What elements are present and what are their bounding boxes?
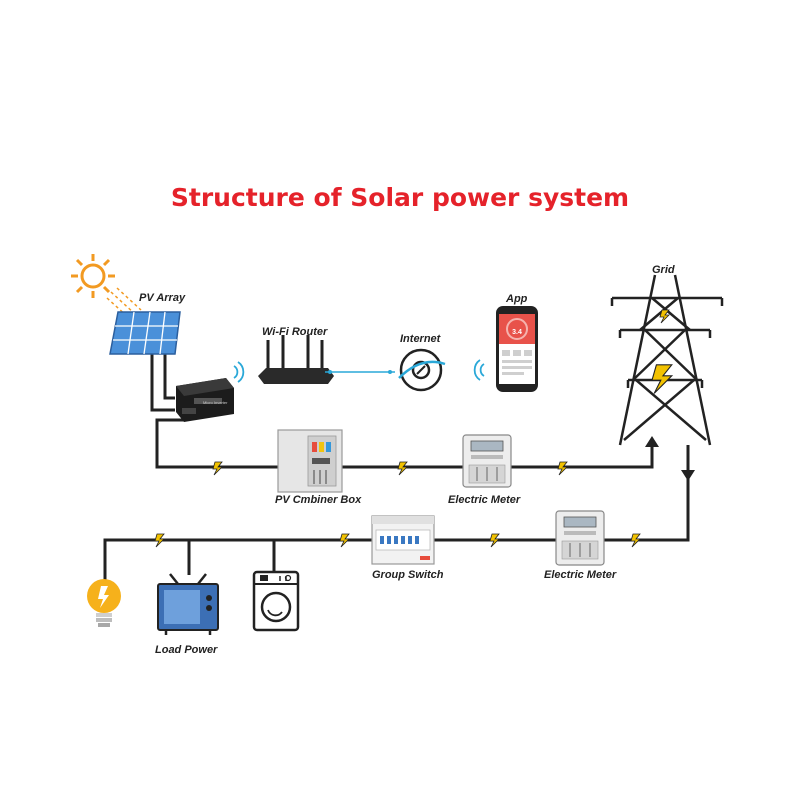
lightning-bolt-icon <box>339 533 350 548</box>
internet-label: Internet <box>400 333 441 345</box>
sun-icon <box>71 254 142 319</box>
link-dot <box>388 370 392 374</box>
link-dot <box>328 370 332 374</box>
washing-machine-icon <box>252 570 300 632</box>
electric-meter-bottom-label: Electric Meter <box>544 569 617 581</box>
smartphone-icon <box>496 306 538 392</box>
down-arrow-icon <box>681 470 695 481</box>
light-bulb-icon <box>87 579 121 627</box>
combiner-box-icon <box>277 429 343 493</box>
up-arrow-icon <box>645 436 659 447</box>
transmission-tower-icon <box>610 274 724 446</box>
lightning-bolt-icon <box>557 461 568 476</box>
wifi-router-label: Wi-Fi Router <box>262 326 328 338</box>
electric-meter-icon <box>462 434 512 488</box>
lightning-bolt-icon <box>489 533 500 548</box>
lightning-bolt-icon <box>651 364 674 394</box>
micro-inverter-icon <box>176 378 234 422</box>
wifi-signal-icon <box>473 359 485 381</box>
tv-icon <box>157 573 219 635</box>
generation-line <box>155 418 654 469</box>
lightning-bolt-icon <box>630 533 641 548</box>
load-power-label: Load Power <box>155 644 218 656</box>
router-icon <box>258 335 334 384</box>
solar-panel-icon <box>109 311 181 355</box>
app-label: App <box>506 293 528 305</box>
electric-meter-icon <box>555 510 605 566</box>
grid-label: Grid <box>652 264 675 276</box>
inverter-badge: Micro Inverter <box>203 400 228 405</box>
page-title: Structure of Solar power system <box>170 183 630 212</box>
phone-reading: 3.4 <box>512 329 522 336</box>
pv-combiner-box-label: PV Cmbiner Box <box>275 494 362 506</box>
panel-to-inverter-wire-2 <box>163 352 175 400</box>
group-switch-icon <box>371 515 435 565</box>
lightning-bolt-icon <box>659 309 670 324</box>
lightning-bolt-icon <box>397 461 408 476</box>
electric-meter-top-label: Electric Meter <box>448 494 521 506</box>
internet-globe-icon <box>398 348 446 392</box>
pv-array-label: PV Array <box>139 292 186 304</box>
lightning-bolt-icon <box>212 461 223 476</box>
group-switch-label: Group Switch <box>372 569 444 581</box>
wifi-signal-icon <box>233 361 245 383</box>
panel-to-inverter-wire <box>150 352 175 412</box>
lightning-bolt-icon <box>154 533 165 548</box>
